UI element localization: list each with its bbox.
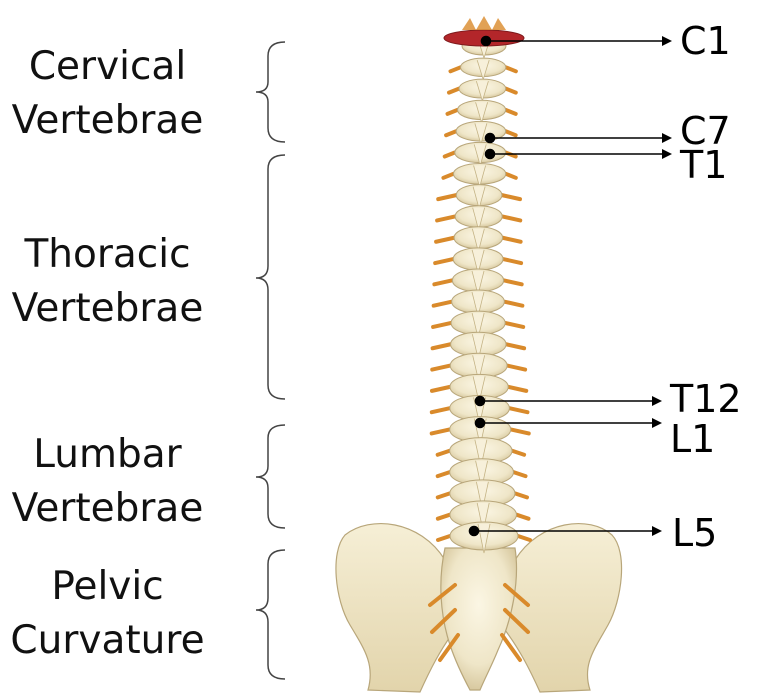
nerve-left	[433, 323, 451, 327]
nerve-right	[506, 174, 516, 178]
nerve-left	[432, 366, 450, 370]
nerve-left	[432, 429, 450, 433]
vertebra	[450, 58, 515, 79]
nerve-left	[435, 259, 453, 263]
atlas-top-spikes	[462, 16, 506, 30]
nerve-right	[514, 472, 526, 476]
nerve-right	[502, 216, 520, 220]
nerve-left	[438, 451, 450, 455]
nerve-right	[503, 238, 521, 242]
label-t12: T12	[670, 380, 742, 418]
pointer-arrow-t12	[652, 396, 662, 406]
nerve-right	[506, 110, 516, 114]
nerve-left	[438, 536, 450, 540]
nerve-right	[502, 195, 520, 199]
vertebra	[446, 121, 516, 144]
nerve-left	[438, 195, 456, 199]
nerve-right	[508, 387, 526, 391]
nerve-left	[446, 131, 456, 135]
nerve-right	[515, 493, 527, 497]
nerve-right	[518, 536, 530, 540]
nerve-left	[436, 238, 454, 242]
nerve-left	[443, 174, 453, 178]
label-t1: T1	[680, 146, 727, 184]
nerve-left	[432, 408, 450, 412]
vertebra-stack	[432, 37, 530, 553]
vertebra	[449, 79, 516, 101]
pointer-arrow-l1	[652, 418, 662, 428]
label-c1: C1	[680, 22, 731, 60]
nerve-right	[506, 67, 516, 71]
pointer-arrow-c1	[662, 36, 672, 46]
nerve-left	[438, 515, 450, 519]
vertebra	[443, 164, 515, 188]
nerve-right	[505, 323, 523, 327]
pointer-arrow-c7	[662, 133, 672, 143]
nerve-left	[448, 110, 458, 114]
nerve-left	[450, 67, 460, 71]
nerve-left	[434, 280, 452, 284]
pointer-arrow-t1	[662, 149, 672, 159]
label-l1: L1	[670, 420, 715, 458]
label-l5: L5	[672, 514, 717, 552]
vertebra	[438, 185, 520, 209]
nerve-left	[433, 344, 451, 348]
nerve-right	[511, 429, 529, 433]
nerve-left	[438, 472, 450, 476]
nerve-right	[509, 408, 527, 412]
nerve-right	[503, 259, 521, 263]
nerve-right	[516, 515, 528, 519]
nerve-left	[438, 493, 450, 497]
nerve-left	[449, 89, 459, 93]
pointer-arrow-l5	[652, 526, 662, 536]
nerve-right	[504, 302, 522, 306]
nerve-right	[506, 131, 516, 135]
nerve-left	[434, 302, 452, 306]
pelvis-right-wing	[499, 524, 621, 692]
nerve-right	[504, 280, 522, 284]
nerve-right	[506, 344, 524, 348]
nerve-right	[507, 366, 525, 370]
nerve-right	[506, 89, 516, 93]
sacrum	[441, 548, 517, 690]
nerve-right	[512, 451, 524, 455]
vertebra	[448, 100, 516, 122]
nerve-left	[445, 153, 455, 157]
nerve-left	[432, 387, 450, 391]
nerve-left	[437, 216, 455, 220]
